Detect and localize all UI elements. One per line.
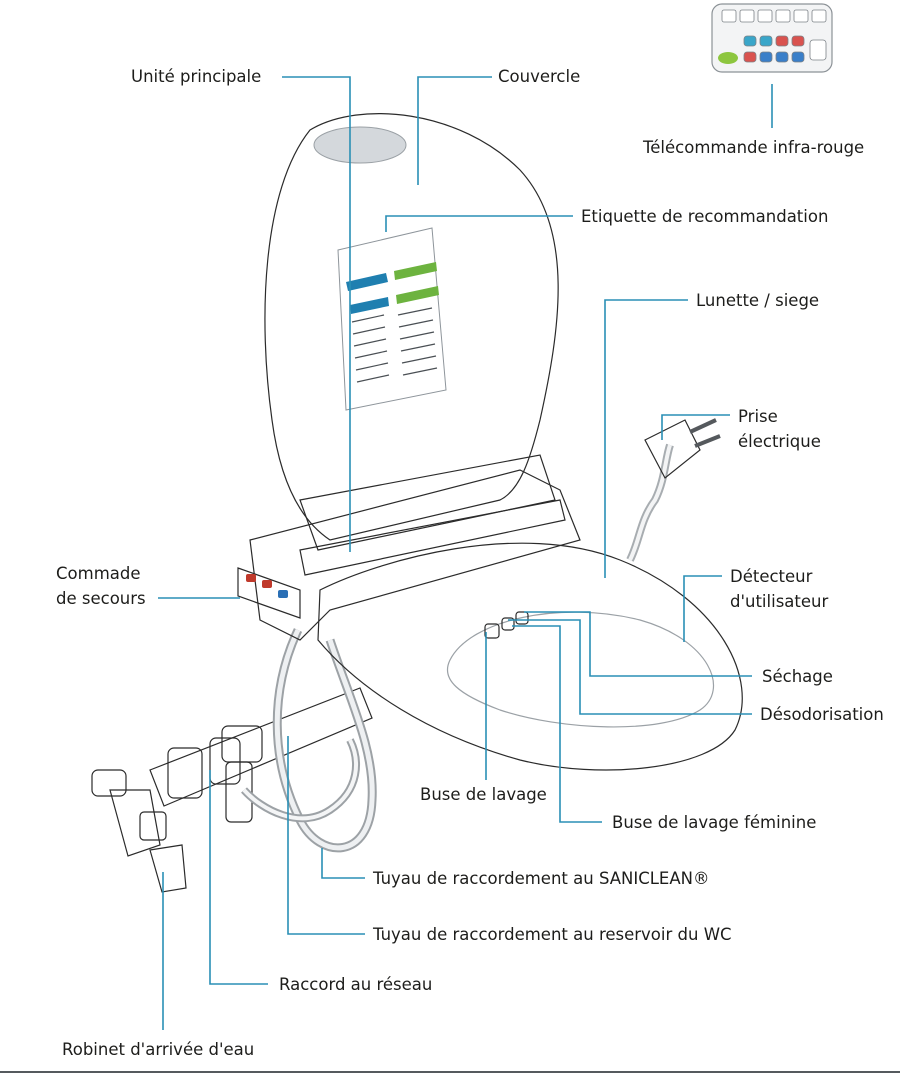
label-unite-principale: Unité principale [131, 67, 261, 86]
label-prise-line1: Prise [738, 407, 778, 426]
water-valve-icon [92, 770, 186, 892]
emergency-control-panel [238, 568, 300, 618]
label-couvercle: Couvercle [498, 67, 580, 86]
label-desodorisation: Désodorisation [760, 705, 884, 724]
label-detecteur-line2: d'utilisateur [730, 592, 828, 611]
remote-control-icon [712, 4, 832, 72]
label-tuyau-saniclean: Tuyau de raccordement au SANICLEAN® [372, 869, 710, 888]
leader-tuyau-saniclean [322, 848, 365, 878]
label-buse-feminine: Buse de lavage féminine [612, 813, 816, 832]
label-detecteur-line1: Détecteur [730, 567, 813, 586]
label-telecommande: Télécommande infra-rouge [642, 138, 864, 157]
label-tuyau-reservoir: Tuyau de raccordement au reservoir du WC [372, 925, 732, 944]
label-commande-line1: Commade [56, 564, 141, 583]
seat [318, 543, 742, 770]
label-etiquette: Etiquette de recommandation [581, 207, 828, 226]
label-robinet: Robinet d'arrivée d'eau [62, 1040, 254, 1059]
label-sechage: Séchage [762, 667, 833, 686]
leader-couvercle [418, 77, 492, 185]
label-buse-lavage: Buse de lavage [420, 785, 547, 804]
power-plug-icon [645, 420, 720, 478]
t-connector-icon [168, 726, 262, 822]
recommendation-label-sticker [338, 228, 446, 410]
label-commande-line2: de secours [56, 589, 146, 608]
leader-etiquette [386, 216, 573, 232]
label-prise-line2: électrique [738, 432, 821, 451]
label-raccord: Raccord au réseau [279, 975, 432, 994]
label-lunette: Lunette / siege [696, 291, 819, 310]
leader-detecteur [684, 576, 722, 642]
